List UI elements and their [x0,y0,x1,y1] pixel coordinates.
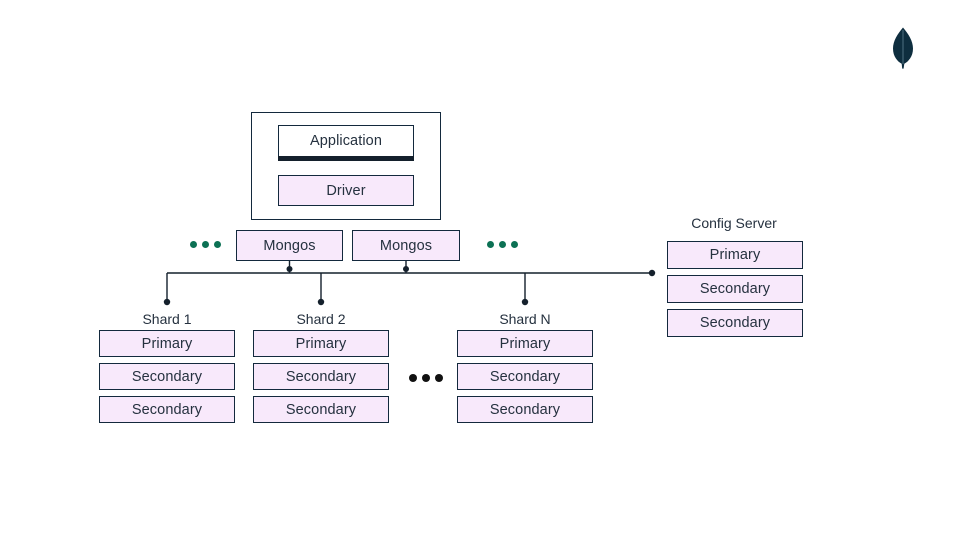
shard-n-member-primary[interactable]: Primary [457,330,593,357]
mongodb-leaf-icon [886,26,920,70]
connector-dot-mongos2 [403,266,409,272]
shard-1-member-primary[interactable]: Primary [99,330,235,357]
shard-n-member-label-1: Secondary [489,368,561,385]
application-label: Application [309,133,383,149]
shard-n-member-secondary-2[interactable]: Secondary [457,396,593,423]
config-server-replica-set: Primary Secondary Secondary [667,241,803,337]
mongos-left-ellipsis-icon [190,241,221,248]
shard-n-replica-set: Primary Secondary Secondary [457,330,593,423]
shard-2-member-secondary-2[interactable]: Secondary [253,396,389,423]
connector-dot-shard-n [521,298,529,306]
connector-dot-shard-1 [163,298,171,306]
mongos-label-1: Mongos [263,237,316,254]
application-box[interactable]: Application [278,125,414,157]
mongos-label-2: Mongos [379,237,433,254]
shard-1-member-label-2: Secondary [131,401,203,418]
config-server-member-secondary-2[interactable]: Secondary [667,309,803,337]
shard-1-title: Shard 1 [142,311,192,327]
shard-1-member-label-0: Primary [141,335,193,352]
shard-1-replica-set: Primary Secondary Secondary [99,330,235,423]
shards-ellipsis-icon [409,374,443,382]
shard-n-title: Shard N [499,311,551,327]
shard-n-member-label-2: Secondary [489,401,561,418]
shard-2-member-label-1: Secondary [285,368,357,385]
connector-dot-config-server [648,269,656,277]
config-server-member-secondary-1[interactable]: Secondary [667,275,803,303]
shard-2-member-primary[interactable]: Primary [253,330,389,357]
mongos-right-ellipsis-icon [487,241,518,248]
shard-2-member-secondary-1[interactable]: Secondary [253,363,389,390]
shard-1-member-secondary-2[interactable]: Secondary [99,396,235,423]
shard-n-member-label-0: Primary [499,335,551,352]
mongos-box-1[interactable]: Mongos [236,230,343,261]
mongos-box-2[interactable]: Mongos [352,230,460,261]
driver-box[interactable]: Driver [278,175,414,206]
shard-2-title: Shard 2 [296,311,346,327]
connector-dot-shard-2 [317,298,325,306]
shard-1-member-label-1: Secondary [131,368,203,385]
config-server-member-label-1: Secondary [699,281,771,297]
shard-2-member-label-2: Secondary [285,401,357,418]
connector-dot-mongos1 [286,266,293,272]
shard-2-replica-set: Primary Secondary Secondary [253,330,389,423]
shard-2-member-label-0: Primary [295,335,347,352]
shard-1-member-secondary-1[interactable]: Secondary [99,363,235,390]
application-bottom-bar [278,156,414,161]
config-server-title: Config Server [691,215,777,231]
config-server-member-label-2: Secondary [699,315,771,331]
driver-label: Driver [326,182,366,199]
shard-n-member-secondary-1[interactable]: Secondary [457,363,593,390]
config-server-member-primary[interactable]: Primary [667,241,803,269]
config-server-member-label-0: Primary [709,247,761,263]
